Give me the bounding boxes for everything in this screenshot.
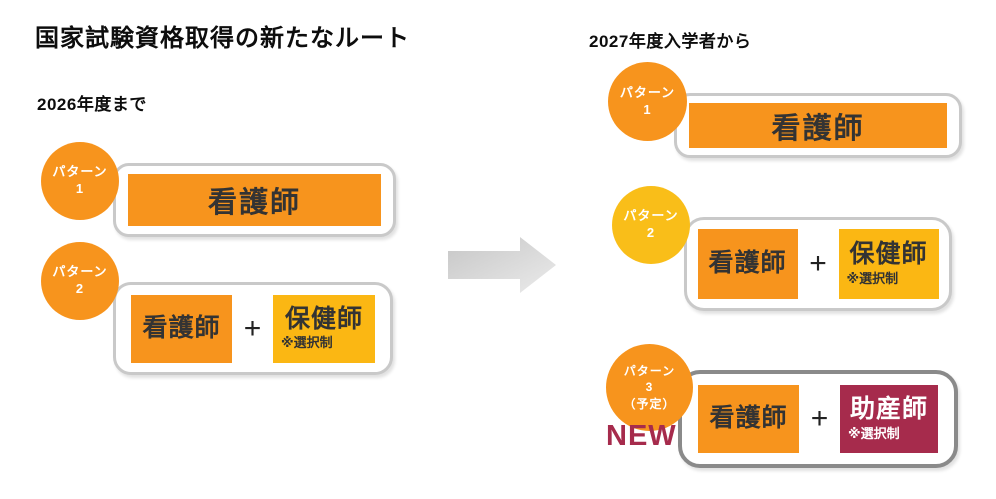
- badge-planned-note: （予定）: [623, 396, 676, 411]
- qualification-box-nurse: 看護師: [698, 385, 799, 453]
- qualification-label: 保健師: [849, 240, 928, 269]
- qualification-label: 助産師: [849, 395, 928, 424]
- badge-right-pattern-2: パターン 2: [612, 186, 690, 264]
- badge-number: 2: [646, 225, 656, 240]
- plus-sign: +: [810, 402, 829, 435]
- qualification-note: ※選択制: [848, 425, 900, 441]
- badge-right-pattern-1: パターン 1: [608, 62, 687, 141]
- qualification-label: 看護師: [142, 313, 221, 342]
- badge-number: 3: [645, 380, 654, 395]
- badge-number: 1: [75, 181, 85, 196]
- badge-label: パターン: [623, 208, 679, 224]
- badge-label: パターン: [619, 84, 676, 100]
- badge-left-pattern-1: パターン 1: [41, 142, 119, 220]
- qualification-note: ※選択制: [846, 270, 899, 286]
- qualification-note: ※選択制: [281, 335, 333, 351]
- new-badge: NEW: [606, 420, 677, 452]
- plus-sign: +: [243, 311, 262, 345]
- badge-label: パターン: [623, 364, 676, 379]
- plus-sign: +: [809, 247, 827, 280]
- frame-right-pattern-3: 看護師 + 助産師 ※選択制: [678, 370, 958, 468]
- right-section-label: 2027年度入学者から: [589, 32, 752, 51]
- qualification-box-public-health-nurse: 保健師 ※選択制: [273, 294, 375, 363]
- right-arrow-icon: [448, 237, 556, 293]
- qualification-label: 保健師: [284, 304, 363, 333]
- badge-number: 2: [75, 281, 85, 296]
- qualification-box-nurse: 看護師: [689, 103, 947, 148]
- frame-right-pattern-1: 看護師: [674, 93, 962, 158]
- frame-left-pattern-1: 看護師: [113, 163, 396, 237]
- frame-left-pattern-2: 看護師 + 保健師 ※選択制: [113, 282, 393, 375]
- badge-right-pattern-3: パターン 3 （予定）: [606, 344, 693, 431]
- qualification-box-nurse: 看護師: [131, 294, 232, 363]
- badge-left-pattern-2: パターン 2: [41, 242, 119, 320]
- qualification-box-midwife: 助産師 ※選択制: [840, 385, 938, 453]
- badge-label: パターン: [52, 264, 108, 280]
- qualification-box-nurse: 看護師: [128, 174, 381, 226]
- left-section-label: 2026年度まで: [37, 95, 147, 114]
- badge-label: パターン: [52, 164, 108, 180]
- page-title: 国家試験資格取得の新たなルート: [35, 25, 410, 52]
- qualification-box-nurse: 看護師: [697, 229, 798, 299]
- qualification-box-public-health-nurse: 保健師 ※選択制: [838, 229, 939, 299]
- qualification-label: 看護師: [708, 249, 787, 278]
- qualification-label: 看護師: [709, 404, 788, 433]
- frame-right-pattern-2: 看護師 + 保健師 ※選択制: [684, 217, 952, 311]
- badge-number: 1: [643, 101, 652, 117]
